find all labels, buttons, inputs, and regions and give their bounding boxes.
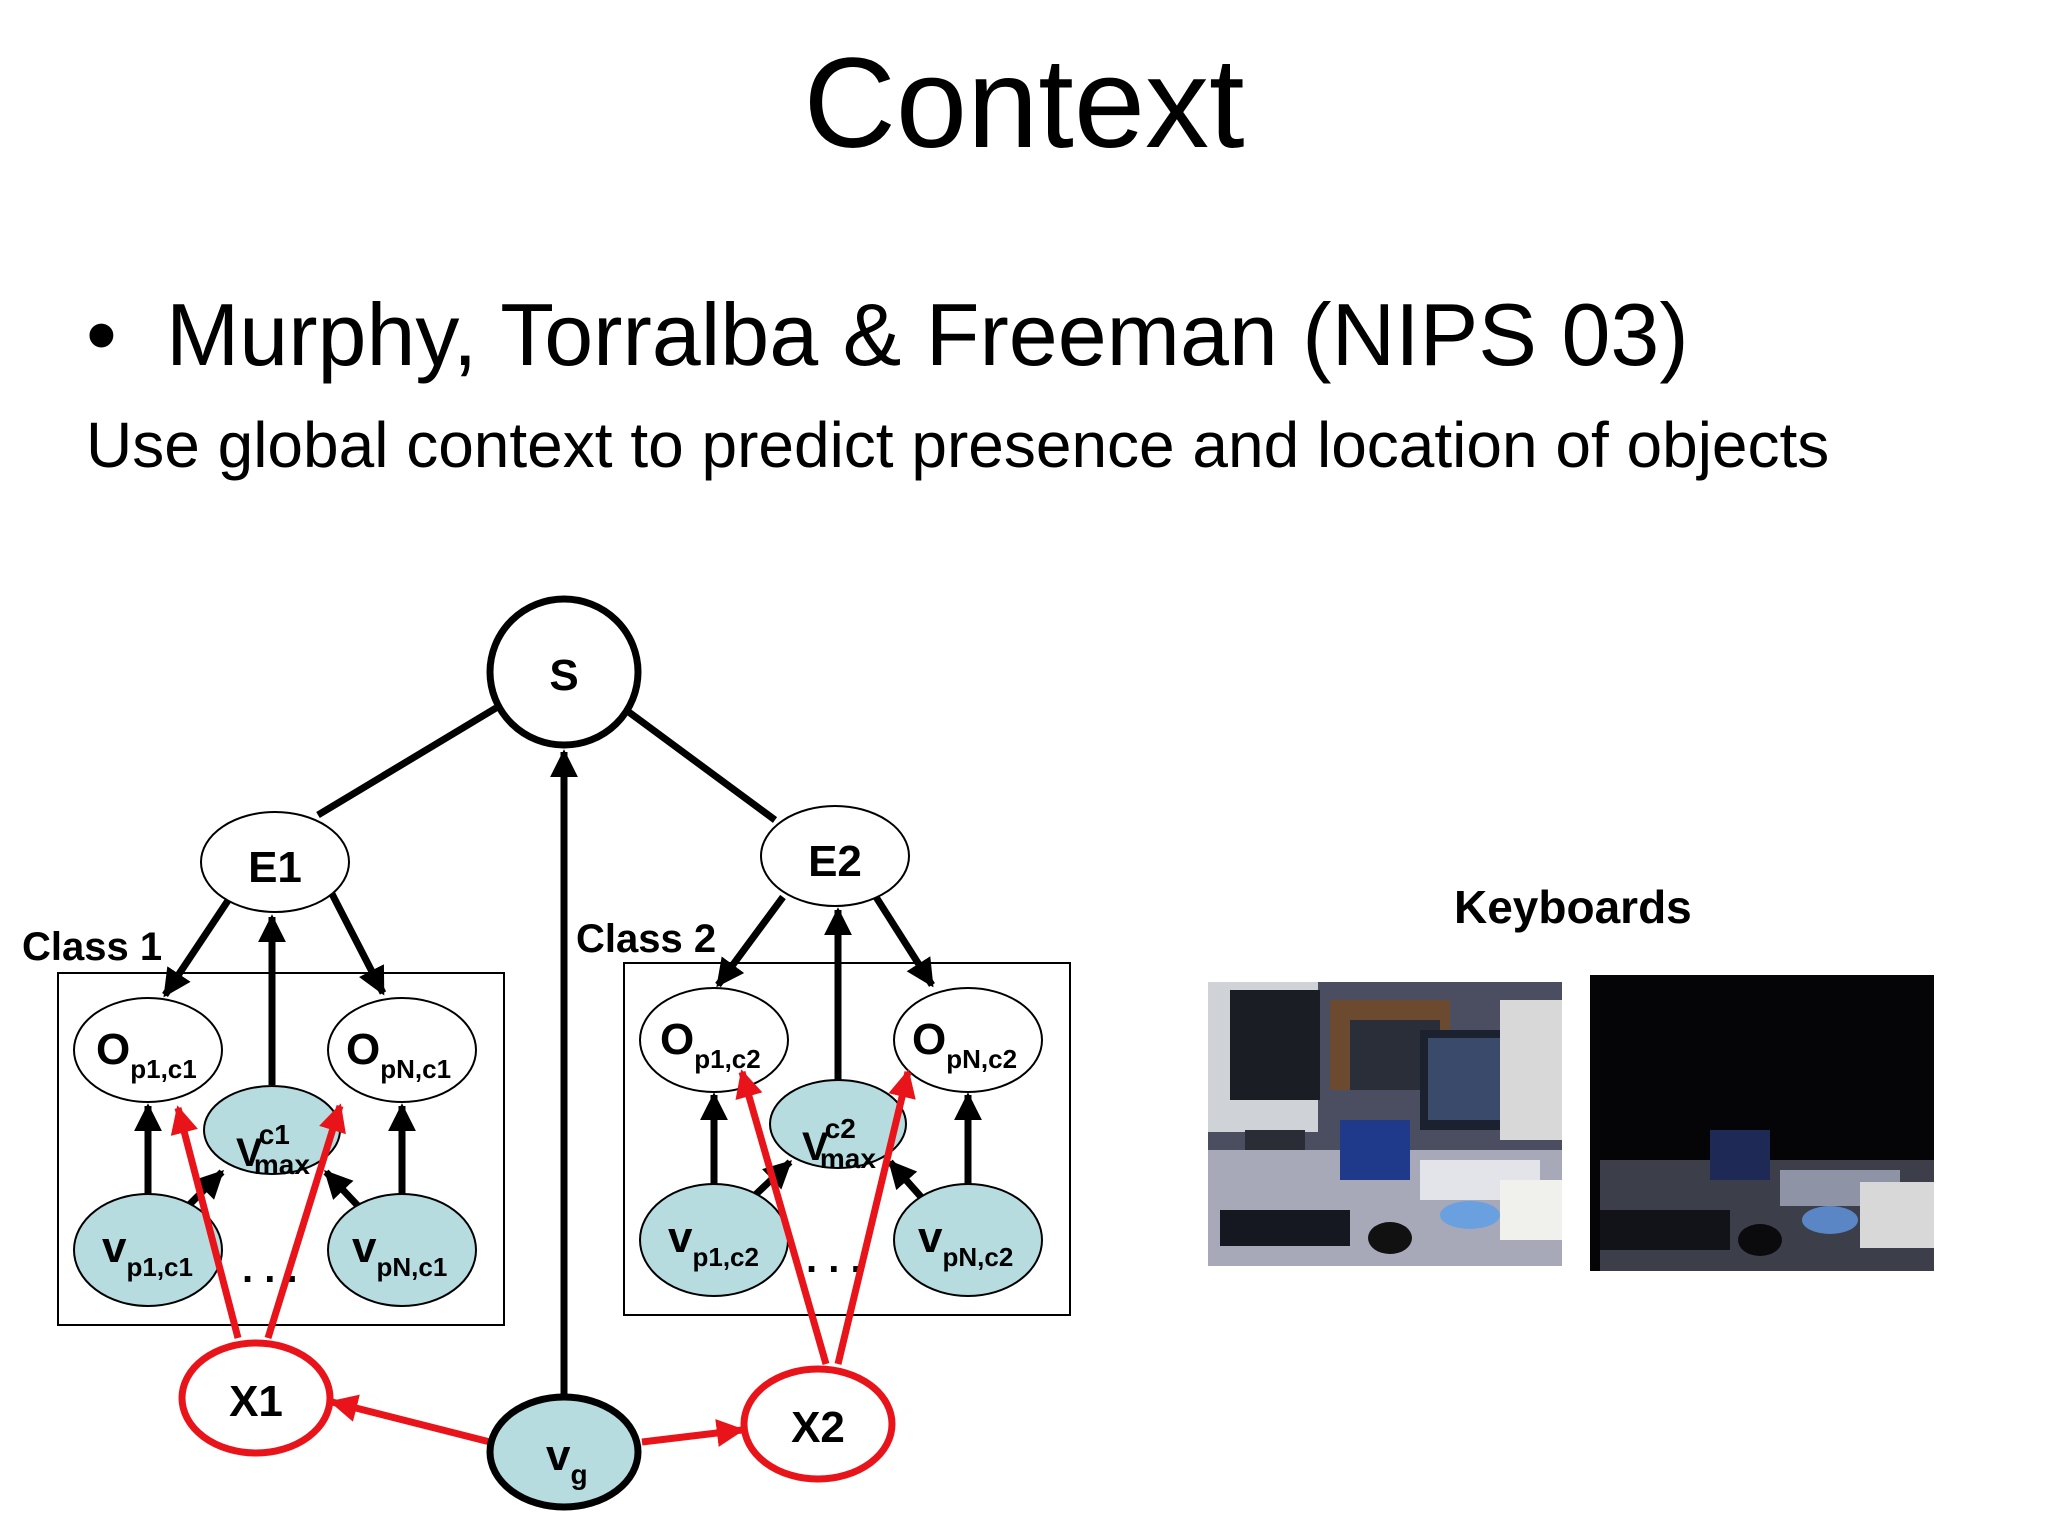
- node-o-pn-c1-label: OpN,c1: [346, 1025, 451, 1084]
- slide-title: Context: [803, 32, 1245, 175]
- edge-e1-op1c1: [162, 888, 238, 998]
- node-x2: [740, 1365, 896, 1483]
- edge-s-e1: [316, 705, 498, 818]
- node-e2-label: E2: [808, 837, 862, 886]
- edge-e2-opnc2: [873, 895, 935, 988]
- node-o-p1-c1-label: Op1,c1: [96, 1025, 197, 1084]
- edge-vg-x1: [329, 1394, 491, 1446]
- node-v-pn-c1-label: vpN,c1: [352, 1223, 447, 1282]
- edge-s-e2: [623, 707, 778, 823]
- node-x1-label: X1: [229, 1377, 283, 1426]
- node-o-pn-c2-label: OpN,c2: [912, 1015, 1017, 1074]
- keyboards-masked-image: [1590, 975, 1934, 1271]
- edge-x2-opnc2: [834, 1069, 916, 1365]
- keyboards-scene-image: [1208, 982, 1562, 1266]
- keyboards-label: Keyboards: [1454, 881, 1692, 933]
- node-v-p1-c2: [639, 1183, 789, 1297]
- node-o-p1-c2-label: Op1,c2: [660, 1015, 761, 1074]
- edge-vpnc1-vmaxc1: [323, 1169, 363, 1211]
- edge-vp1c1-vmaxc1: [183, 1169, 225, 1211]
- class-1-label: Class 1: [22, 925, 162, 969]
- node-s: [486, 595, 642, 749]
- node-vg: [486, 1393, 642, 1511]
- node-e1-label: E1: [248, 843, 302, 892]
- class-1-plate: [57, 972, 505, 1326]
- node-v-p1-c1: [73, 1193, 223, 1307]
- node-v-p1-c1-label: vp1,c1: [102, 1223, 193, 1282]
- node-e2: [760, 805, 910, 907]
- edge-e1-opnc1: [326, 888, 387, 996]
- node-vmax-c2: [769, 1079, 907, 1169]
- edge-x2-op1c2: [735, 1069, 830, 1365]
- node-v-pn-c2: [893, 1183, 1043, 1297]
- bullet-heading: • Murphy, Torralba & Freeman (NIPS 03): [86, 284, 1689, 386]
- node-x1: [178, 1339, 334, 1457]
- node-x2-label: X2: [791, 1403, 845, 1452]
- node-s-label: S: [549, 651, 578, 700]
- ellipsis-class-2: . . .: [806, 1237, 862, 1281]
- node-v-pn-c2-label: vpN,c2: [918, 1213, 1013, 1272]
- reference-heading: Murphy, Torralba & Freeman (NIPS 03): [166, 285, 1689, 384]
- node-vg-label: vg: [546, 1431, 588, 1490]
- edge-e2-op1c2: [715, 894, 786, 988]
- class-2-label: Class 2: [576, 917, 716, 961]
- node-v-pn-c1: [327, 1193, 477, 1307]
- edge-x1-opnc1: [264, 1103, 346, 1340]
- node-o-pn-c1: [327, 997, 477, 1103]
- node-v-p1-c2-label: vp1,c2: [668, 1213, 759, 1272]
- edge-x1-op1c1: [170, 1105, 242, 1339]
- node-o-p1-c1: [73, 997, 223, 1103]
- bullet-marker: •: [86, 285, 117, 384]
- edge-vg-x2: [641, 1419, 745, 1447]
- slide-subtitle: Use global context to predict presence a…: [86, 409, 1830, 481]
- node-o-p1-c2: [639, 987, 789, 1093]
- node-o-pn-c2: [893, 987, 1043, 1093]
- edge-vpnc2-vmaxc2: [887, 1159, 925, 1201]
- node-e1: [200, 811, 350, 913]
